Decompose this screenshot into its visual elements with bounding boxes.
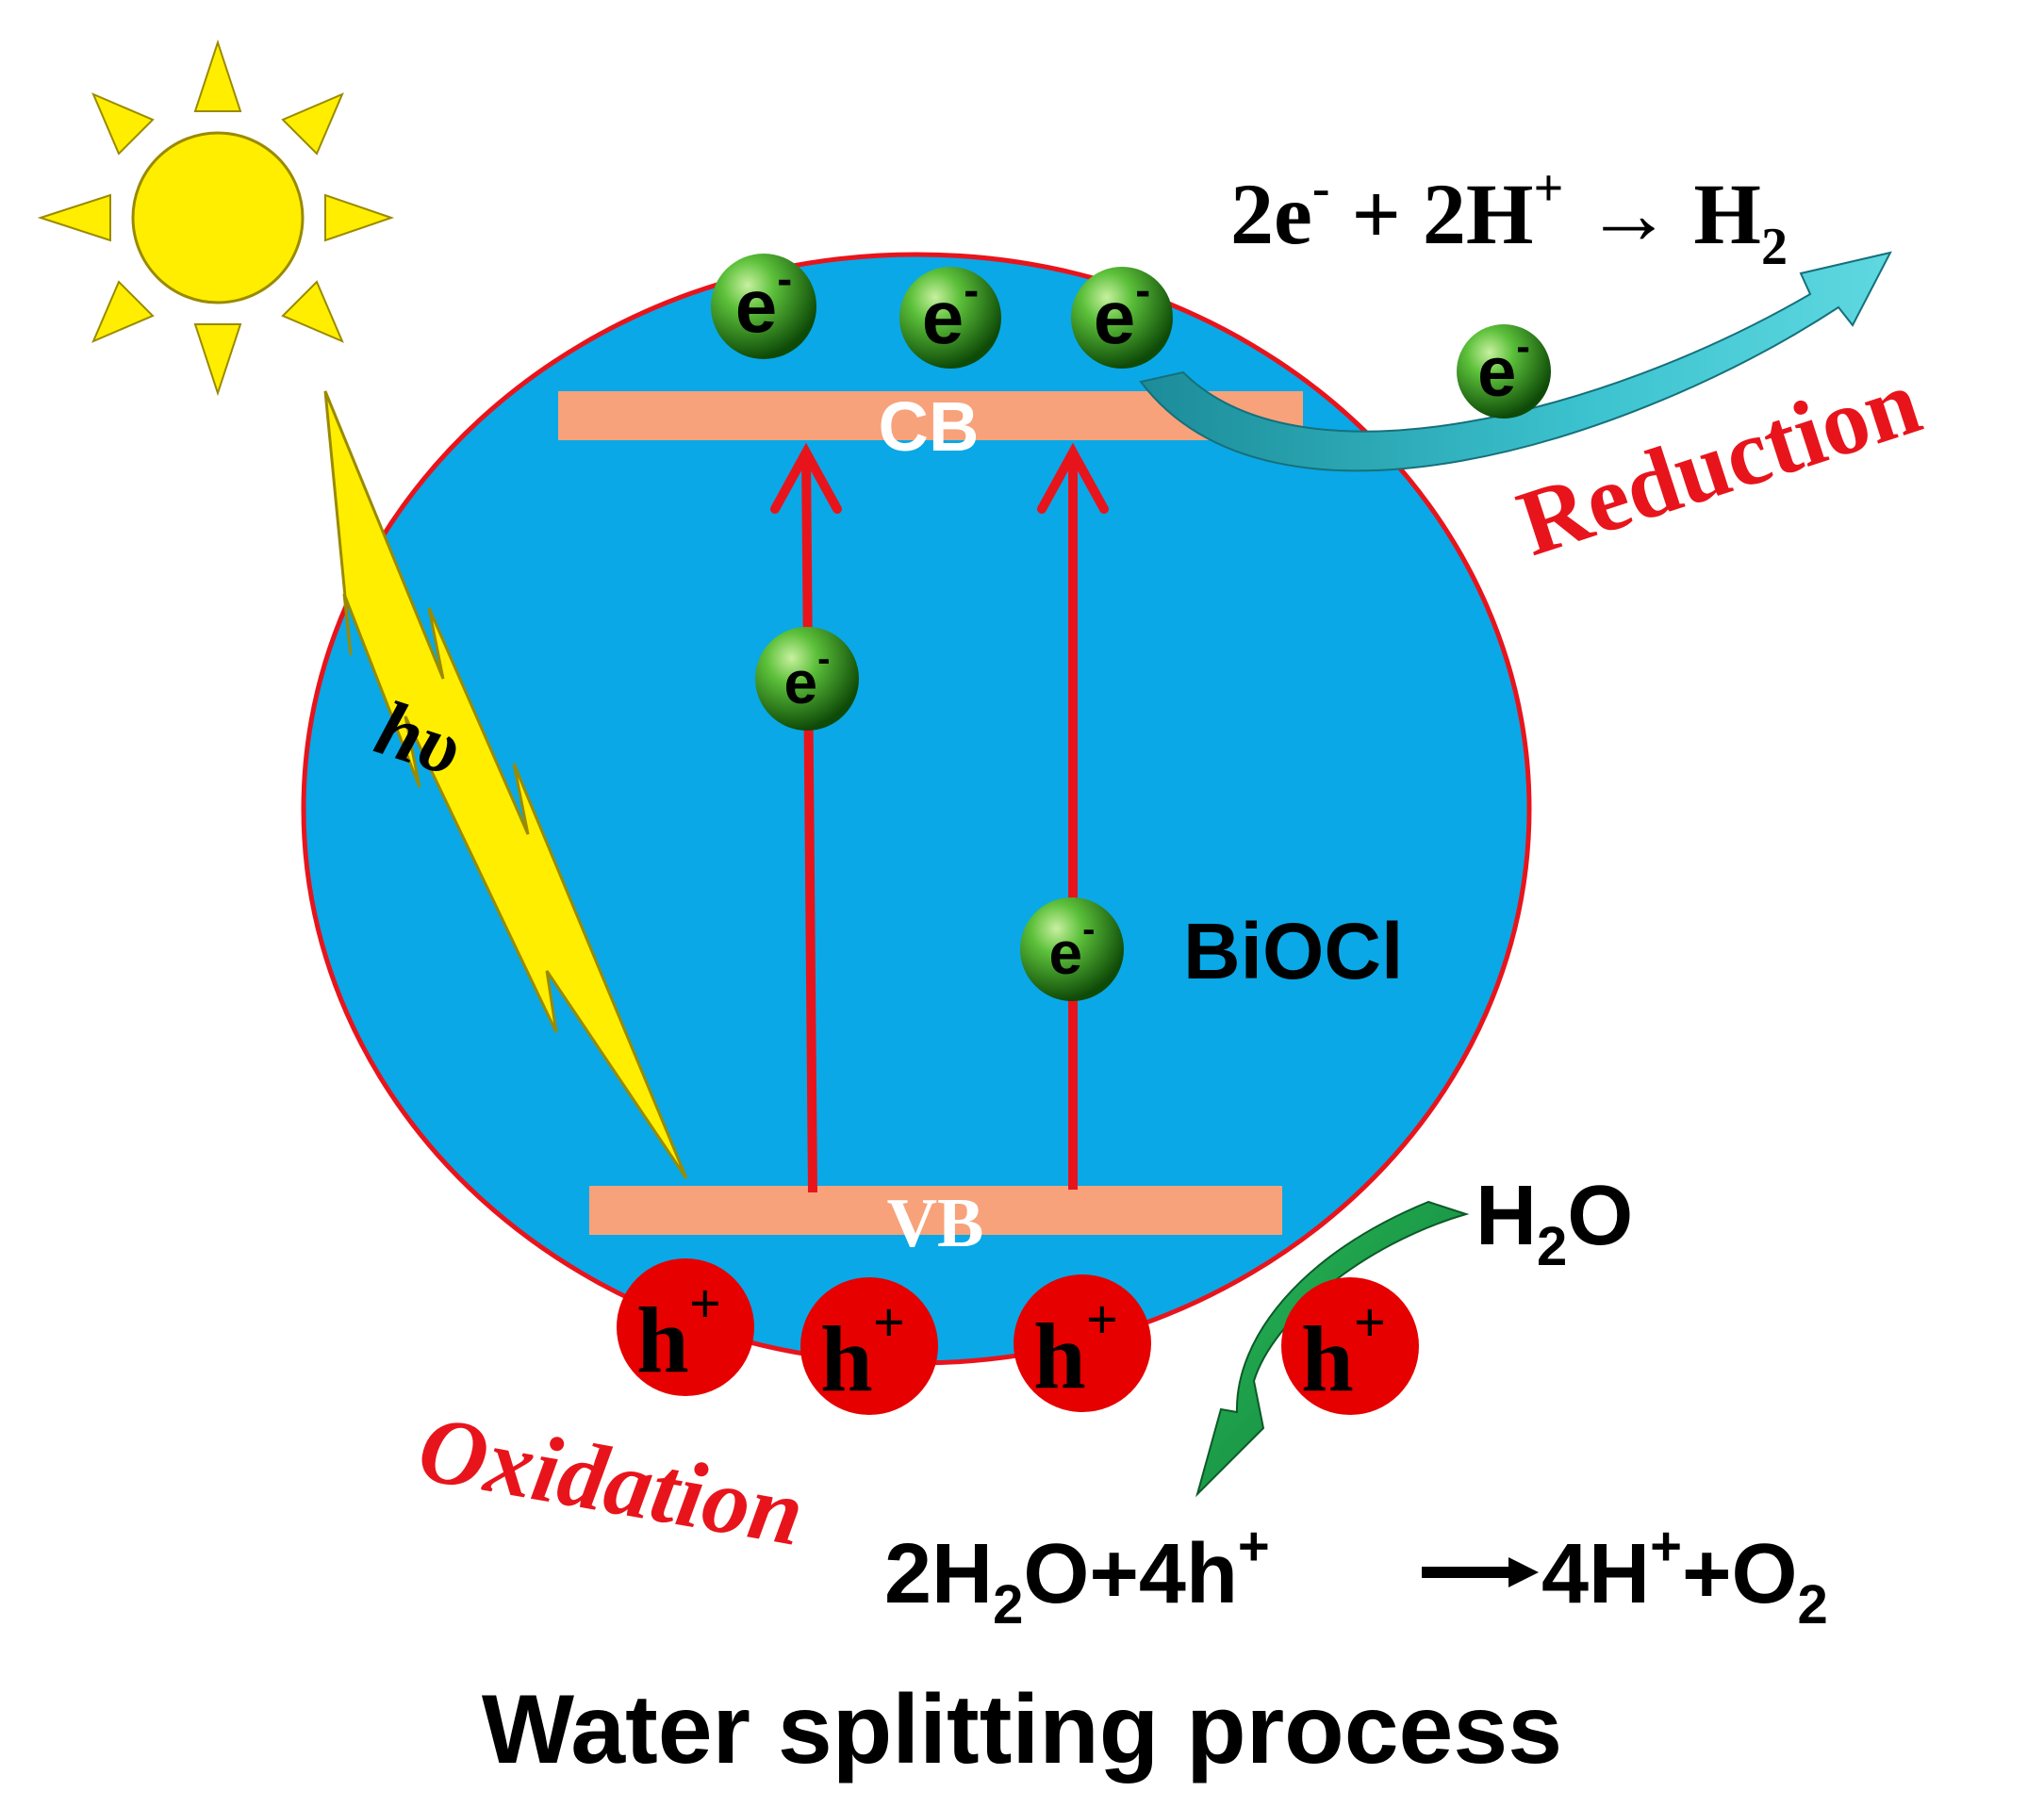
conduction-band-label: CB <box>879 387 980 466</box>
svg-text:e-: e- <box>1477 323 1530 411</box>
hole-3: h+ <box>1014 1274 1151 1412</box>
oxidation-equation-right: 4H++O2 <box>1541 1516 1828 1635</box>
excitation-arrow-left <box>770 442 842 1193</box>
water-reactant: H2O <box>1475 1169 1633 1277</box>
electron-released: e- <box>1457 323 1551 419</box>
hole-4: h+ <box>1281 1277 1419 1415</box>
reduction-label: Reduction <box>1506 349 1932 576</box>
oxidation-label: Oxidation <box>411 1395 811 1566</box>
svg-text:e-: e- <box>1094 266 1150 359</box>
valence-band <box>589 1186 1282 1235</box>
electron-cb-3: e- <box>1071 266 1173 369</box>
svg-text:e-: e- <box>922 266 979 359</box>
electron-cb-1: e- <box>711 254 816 359</box>
material-label: BiOCl <box>1183 907 1403 995</box>
svg-text:e-: e- <box>735 255 792 348</box>
lightning-icon <box>323 390 688 1179</box>
svg-text:e-: e- <box>1049 909 1096 987</box>
electron-excited-2: e- <box>1020 897 1124 1001</box>
oxidation-equation-left: 2H2O+4h+ <box>884 1516 1270 1635</box>
hole-1: h+ <box>617 1258 754 1396</box>
reduction-arrow <box>1139 251 1892 472</box>
svg-text:e-: e- <box>784 638 831 716</box>
hole-2: h+ <box>800 1277 938 1415</box>
reduction-equation: 2e- + 2H+ → H2 <box>1230 159 1788 276</box>
svg-text:h+: h+ <box>636 1273 721 1392</box>
electron-cb-2: e- <box>899 266 1001 369</box>
sun-icon <box>37 39 395 397</box>
electron-excited-1: e- <box>755 627 859 731</box>
valence-band-label: VB <box>887 1185 984 1262</box>
diagram-title: Water splitting process <box>482 1675 1562 1784</box>
oxidation-arrow <box>1195 1200 1470 1498</box>
excitation-arrow-right <box>1037 442 1109 1190</box>
reaction-arrow <box>1422 1557 1539 1587</box>
svg-text:h+: h+ <box>820 1291 905 1411</box>
svg-text:h+: h+ <box>1301 1291 1386 1411</box>
svg-text:h+: h+ <box>1033 1289 1118 1408</box>
